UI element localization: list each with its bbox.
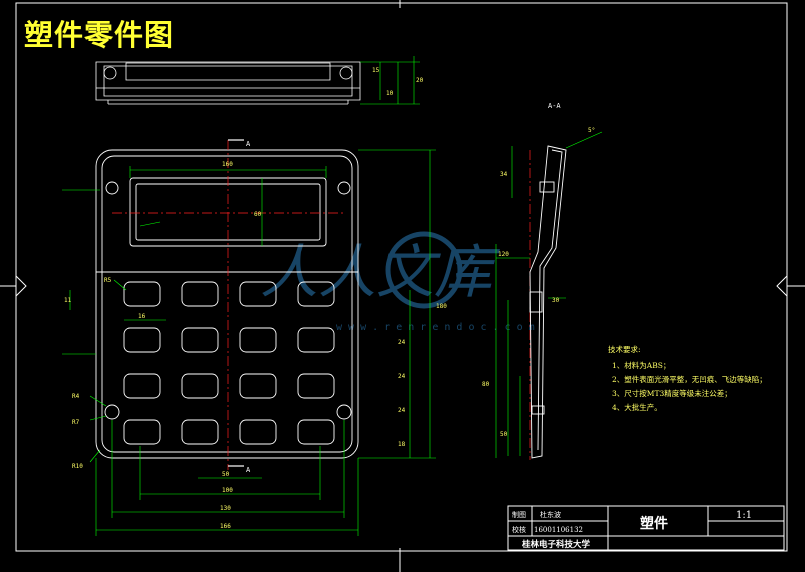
- key-5: [123, 327, 161, 353]
- key-11: [239, 373, 277, 399]
- dim-section-angle: 5°: [588, 127, 595, 134]
- dim-overall-width: 166: [220, 523, 231, 530]
- keypad: [123, 281, 335, 445]
- section-view-label: A-A: [548, 102, 561, 110]
- notes-heading: 技术要求:: [608, 344, 641, 354]
- key-6: [181, 327, 219, 353]
- key-10: [181, 373, 219, 399]
- dim-section-5: 30: [552, 297, 560, 304]
- dim-key-pitch: 100: [222, 487, 233, 494]
- dim-side-1: 24: [398, 339, 406, 346]
- title-block-designer-label: 制图: [512, 510, 526, 519]
- title-block-scale: 1:1: [736, 510, 752, 521]
- key-7: [239, 327, 277, 353]
- dim-top-20: 20: [416, 77, 424, 84]
- dim-window-height: 60: [254, 211, 262, 218]
- dim-hole-r4: R4: [72, 393, 80, 400]
- watermark-url: w w w . r e n r e n d o c . c o m: [336, 322, 535, 333]
- centerlines: [112, 140, 531, 470]
- dim-side-height: 11: [64, 297, 72, 304]
- key-8: [297, 327, 335, 353]
- section-view-dims: [495, 131, 603, 458]
- dim-key-span: 50: [222, 471, 230, 478]
- section-mark-top: A: [246, 140, 251, 148]
- key-13: [123, 419, 161, 445]
- note-4: 4、大批生产。: [612, 402, 662, 412]
- watermark: 人人文库 w w w . r e n r e n d o c . c o m: [260, 231, 535, 333]
- section-markers: [228, 139, 244, 467]
- dim-section-2: 120: [498, 251, 509, 258]
- key-14: [181, 419, 219, 445]
- title-block-student-id: 16001106132: [534, 526, 583, 534]
- dim-side-4: 18: [398, 441, 406, 448]
- drawing-title: 塑件零件图: [24, 18, 175, 52]
- dim-section-1: 34: [500, 171, 508, 178]
- note-3: 3、尺寸按MT3精度等级未注公差；: [612, 388, 732, 398]
- dim-window-width: 160: [222, 161, 233, 168]
- dim-inner-width: 130: [220, 505, 231, 512]
- dim-hole-r7: R7: [72, 419, 80, 426]
- note-2: 2、塑件表面光滑平整，无凹痕、飞边等缺陷；: [612, 374, 767, 384]
- dim-side-3: 24: [398, 407, 406, 414]
- key-2: [181, 281, 219, 307]
- key-15: [239, 419, 277, 445]
- front-view-dims: [62, 149, 436, 536]
- key-4: [297, 281, 335, 307]
- dim-corner-radius: R10: [72, 463, 83, 470]
- key-16: [297, 419, 335, 445]
- title-block-designer-name: 杜东波: [540, 510, 561, 519]
- dim-section-4: 50: [500, 431, 508, 438]
- note-1: 1、材料为ABS；: [612, 360, 670, 370]
- title-block-part-name: 塑件: [640, 515, 668, 532]
- key-12: [297, 373, 335, 399]
- dim-total-height: 180: [436, 303, 447, 310]
- top-view-dims: [360, 56, 420, 105]
- title-block-checker-label: 校核: [512, 525, 526, 534]
- dim-side-2: 24: [398, 373, 406, 380]
- key-1: [123, 281, 161, 307]
- title-block-school: 桂林电子科技大学: [521, 539, 591, 550]
- dim-top-15: 15: [372, 67, 380, 74]
- dim-top-10: 10: [386, 90, 394, 97]
- key-3: [239, 281, 277, 307]
- dim-key-width: 16: [138, 313, 146, 320]
- dim-section-3: 80: [482, 381, 490, 388]
- technical-notes: 技术要求: 1、材料为ABS； 2、塑件表面光滑平整，无凹痕、飞边等缺陷； 3、…: [608, 344, 767, 412]
- section-view: [529, 145, 567, 459]
- section-mark-bottom: A: [246, 466, 251, 474]
- title-block: [507, 505, 785, 551]
- key-9: [123, 373, 161, 399]
- dim-key-radius: R5: [104, 277, 112, 284]
- top-view: [95, 61, 361, 105]
